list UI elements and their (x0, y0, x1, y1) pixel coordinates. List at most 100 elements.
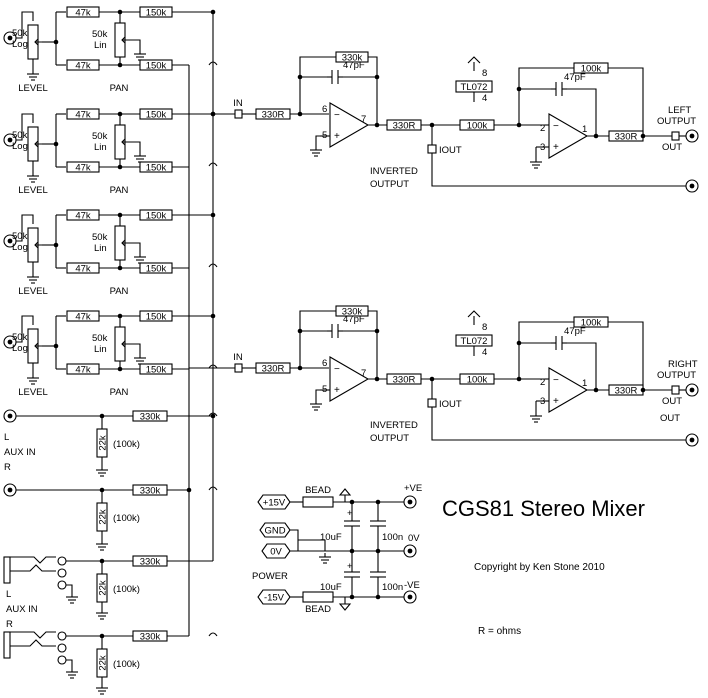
level-value: 50k (12, 231, 28, 242)
wire (129, 39, 141, 50)
neg-ve-label: -VE (404, 580, 420, 591)
jack-switch-contact (10, 639, 56, 647)
resistor-150k-upper: 150k (139, 6, 173, 19)
pin-number: 2 (540, 377, 545, 388)
wire (299, 310, 336, 368)
output-stage-1: IN330R330k47pF−+657330RIOUTINVERTEDOUTPU… (210, 51, 699, 193)
junction-dot (374, 74, 380, 80)
resistor-330k-value: 330k (140, 632, 161, 643)
bead-label: BEAD (305, 485, 331, 496)
resistor-input-value: 330R (262, 110, 285, 121)
pan-label: PAN (110, 387, 129, 398)
noninverting-sign: + (334, 385, 340, 396)
terminal (57, 568, 67, 578)
resistor-u1-out: 330R (386, 373, 422, 386)
opamp-output-body (548, 113, 589, 159)
jack-socket-body (3, 556, 11, 584)
resistor-47k-lower-value: 47k (75, 365, 91, 376)
level-value: 50k (12, 332, 28, 343)
output-stage-2: IN330R330k47pF−+657330RIOUTINVERTEDOUTPU… (189, 305, 699, 447)
cap-film-value: 100n (382, 582, 403, 593)
junction-dot (516, 86, 522, 92)
pin-number: 7 (361, 114, 366, 125)
junction-dot (297, 328, 303, 334)
supply-gnd-tag (259, 522, 291, 538)
resistor-22k-value: 22k (98, 580, 109, 596)
junction-dot (53, 343, 59, 349)
resistor-330k-value: 330k (140, 486, 161, 497)
zero-v-terminal (403, 544, 417, 558)
chip-name: TL072 (461, 82, 488, 93)
iout-label: IOUT (439, 399, 462, 410)
ground-icon (309, 399, 323, 411)
ferrite-bead (302, 496, 334, 508)
vplus-arrow-icon (467, 56, 481, 64)
inverted-output-jack (685, 179, 699, 193)
iout-label: IOUT (439, 145, 462, 156)
ground-icon (65, 592, 79, 604)
junction-dot (374, 122, 380, 128)
resistor-47k-lower-value: 47k (75, 61, 91, 72)
resistor-u1-out-value: 330R (393, 121, 416, 132)
wire-crossover (208, 61, 218, 66)
pan-pot (114, 124, 130, 160)
resistor-150k-lower-value: 150k (146, 365, 167, 376)
supply-gnd: GND (259, 522, 291, 538)
resistor-22k: 22k (96, 648, 109, 678)
resistor-47k-lower: 47k (66, 363, 100, 376)
supply-neg-15v-tag (257, 589, 291, 605)
resistor-22k: 22k (96, 428, 109, 458)
chip-pin: 4 (482, 347, 487, 358)
resistor-150k-upper: 150k (139, 108, 173, 121)
wire (431, 407, 686, 441)
resistor-150k-lower: 150k (139, 59, 173, 72)
resistor-47k-upper-value: 47k (75, 312, 91, 323)
level-label: LEVEL (18, 83, 48, 94)
resistor-22k-value: 22k (98, 435, 109, 451)
cap-polarity: + (347, 508, 353, 519)
inverting-sign: − (553, 121, 559, 132)
noninverting-sign: + (553, 396, 559, 407)
inverting-sign: − (334, 110, 340, 121)
ground-icon (95, 465, 109, 477)
wire (290, 529, 299, 552)
resistor-47k-upper: 47k (66, 310, 100, 323)
pan-value: 50k (92, 29, 108, 40)
level-pot (27, 24, 43, 60)
resistor-47k-upper-value: 47k (75, 211, 91, 222)
level-taper: Log (12, 141, 28, 152)
capacitor-u2-feedback (551, 336, 567, 350)
noninverting-sign: + (334, 131, 340, 142)
wire (608, 321, 644, 390)
noninverting-sign: + (553, 142, 559, 153)
wire (518, 67, 574, 125)
resistor-u1-out: 330R (386, 119, 422, 132)
wire-crossover (208, 162, 218, 167)
opamp-output: −+ (548, 367, 589, 413)
jack-switch-contact (10, 564, 56, 572)
junction-dot (593, 387, 599, 393)
ground-icon (133, 353, 147, 365)
resistor-u2-in: 100k (459, 373, 495, 386)
resistor-47k-upper: 47k (66, 6, 100, 19)
level-pot (27, 227, 43, 263)
in-test-point (234, 363, 243, 373)
capacitor-u2-feedback (551, 82, 567, 96)
resistor-u2-out: 330R (608, 130, 644, 143)
resistor-150k-lower-value: 150k (146, 163, 167, 174)
supply-pos-15v-text: +15V (263, 498, 286, 509)
cap-value: 47pF (343, 314, 365, 325)
capacitor-feedback (327, 324, 343, 338)
supply-neg-15v-text: -15V (264, 593, 285, 604)
cap-value: 47pF (564, 72, 586, 83)
iout-test-point (427, 144, 437, 154)
pan-taper: Lin (94, 142, 107, 153)
resistor-u2-in-value: 100k (467, 121, 488, 132)
ground-icon (26, 69, 40, 81)
wire (567, 88, 597, 136)
wire (129, 141, 141, 152)
